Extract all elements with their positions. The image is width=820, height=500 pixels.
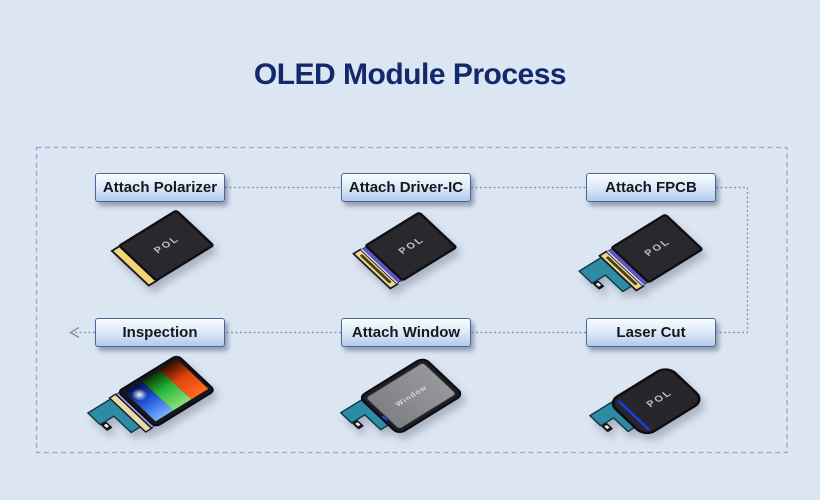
step-label: Laser Cut xyxy=(616,324,686,341)
laser-cut-line xyxy=(617,400,651,431)
step-label: Attach Polarizer xyxy=(102,179,218,196)
panel-face xyxy=(611,214,703,283)
device-window-panel: Window xyxy=(339,358,462,433)
fpcb-connector-pad xyxy=(604,425,610,430)
panel-face xyxy=(365,212,457,281)
driver-ic-chip xyxy=(360,254,392,284)
device-laser-cut-panel: POL xyxy=(589,368,701,435)
bezel-blue-tick xyxy=(381,415,388,421)
display-glare xyxy=(131,388,148,401)
step-attach-driver-ic[interactable]: Attach Driver-IC xyxy=(341,173,471,202)
display-band-red xyxy=(160,359,209,400)
device-polarizer-panel: POL xyxy=(110,210,214,287)
strip-pale xyxy=(360,248,399,284)
display-band-green xyxy=(142,370,192,411)
driver-ic-chip xyxy=(606,256,638,286)
device-driver-ic-panel: POL xyxy=(352,212,457,290)
step-label: Inspection xyxy=(122,324,198,341)
strip-pale xyxy=(606,250,645,286)
fpcb-connector-pad xyxy=(355,422,361,427)
fpcb-connector-pad xyxy=(103,423,109,428)
step-inspection[interactable]: Inspection xyxy=(95,318,225,347)
device-fpcb-panel: POL xyxy=(578,214,703,293)
step-label: Attach FPCB xyxy=(605,179,697,196)
device-inspection-panel xyxy=(87,355,214,434)
step-laser-cut[interactable]: Laser Cut xyxy=(586,318,716,347)
step-attach-polarizer[interactable]: Attach Polarizer xyxy=(95,173,225,202)
window-glass xyxy=(366,363,456,429)
step-attach-window[interactable]: Attach Window xyxy=(341,318,471,347)
ledge-tan xyxy=(108,393,153,433)
panel-face xyxy=(118,210,214,281)
step-label: Attach Window xyxy=(351,324,461,341)
step-label: Attach Driver-IC xyxy=(348,179,464,196)
fpcb-connector-pad xyxy=(595,282,601,287)
page-title: OLED Module Process xyxy=(253,58,567,91)
step-attach-fpcb[interactable]: Attach FPCB xyxy=(586,173,716,202)
